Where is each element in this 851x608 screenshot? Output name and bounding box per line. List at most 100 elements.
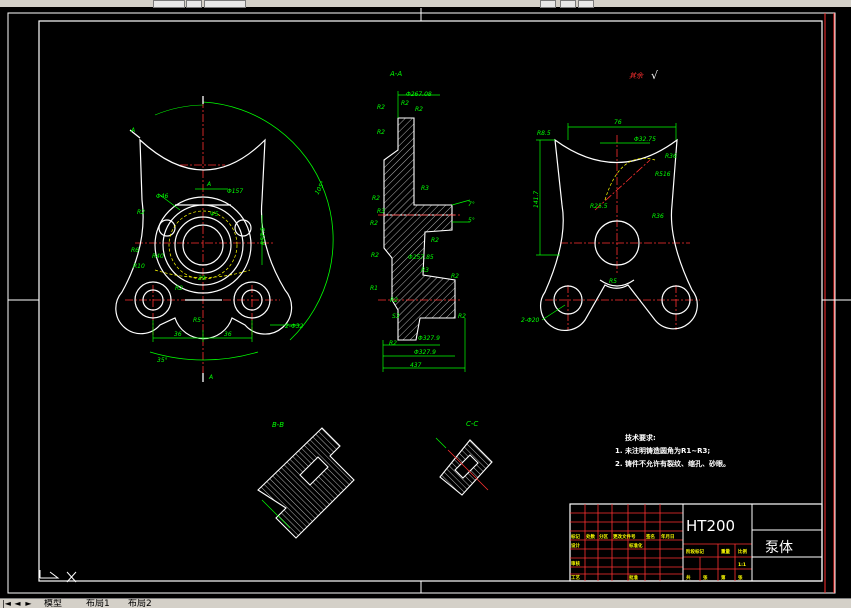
tb-cell: 张 xyxy=(738,574,743,581)
tb-cell: 阶段标记 xyxy=(686,548,704,555)
tb-cell: 批准 xyxy=(629,574,638,581)
dim-label: R2 xyxy=(377,129,385,136)
dim-label: 36 xyxy=(174,331,182,338)
tb-cell: 重量 xyxy=(721,548,730,555)
tb-cell: 第 xyxy=(721,574,726,581)
dim-label: R2 xyxy=(458,313,466,320)
dim-label: R6 xyxy=(131,247,139,254)
tb-cell: 年月日 xyxy=(661,533,675,540)
drawing-canvas[interactable]: A A A R2 R6 R10 R40 Φ46 Φ157 R2 2-Φ32 36… xyxy=(0,7,851,598)
dim-label: R8.5 xyxy=(537,130,551,137)
dim-label: R36 xyxy=(665,153,677,160)
tech-title: 技术要求: xyxy=(625,433,656,442)
dim-label: Φ257.85 xyxy=(408,254,434,261)
tab-model[interactable]: 模型 xyxy=(44,599,63,608)
view-title: A-A xyxy=(389,70,402,78)
view-title: B-B xyxy=(272,421,284,429)
top-toolbar-strip xyxy=(0,0,851,8)
dim-label: 7° xyxy=(468,201,475,208)
dim-label: R2 xyxy=(415,106,423,113)
dim-label: 2-Φ32 xyxy=(285,323,304,330)
dim-label: Φ32.75 xyxy=(634,136,656,143)
dim-label: R1 xyxy=(370,285,378,292)
tb-cell: 处数 xyxy=(585,533,595,540)
dim-label: R10 xyxy=(133,263,145,270)
dim-label: 36 xyxy=(224,331,232,338)
tb-cell: 比例 xyxy=(738,548,747,555)
tech-line: 2. 铸件不允许有裂纹、缩孔、砂眼。 xyxy=(615,459,730,468)
toolbar-button[interactable] xyxy=(186,0,202,8)
dim-label: 35° xyxy=(157,357,168,364)
tb-cell: 审核 xyxy=(571,560,580,567)
tab-layout1[interactable]: 布局1 xyxy=(86,599,110,608)
tech-line: 1. 未注明铸造圆角为R1~R3; xyxy=(615,446,710,455)
first-tab-arrow-icon[interactable]: |◄ xyxy=(2,599,11,608)
toolbar-button[interactable] xyxy=(578,0,594,8)
dim-label: R5 xyxy=(193,317,201,324)
tb-cell: 设计 xyxy=(571,542,580,549)
dim-label: R3 xyxy=(421,185,429,192)
dim-label: R2 xyxy=(401,100,409,107)
dim-label: R2 xyxy=(451,273,459,280)
dim-label: Φ46 xyxy=(156,193,169,200)
prev-tab-arrow-icon[interactable]: ◄ xyxy=(14,599,21,608)
part-name-label: 泵体 xyxy=(765,540,793,556)
tb-cell: 共 xyxy=(686,574,691,581)
dim-label: R3 xyxy=(421,267,429,274)
tb-cell: 工艺 xyxy=(571,574,580,581)
dim-label: R5 xyxy=(609,278,617,285)
right-view[interactable]: 其余 √ xyxy=(521,69,700,331)
dim-label: R516 xyxy=(655,171,671,178)
dim-label: Φ327.9 xyxy=(414,349,436,356)
tb-cell: 标准化 xyxy=(628,542,643,549)
tech-requirements: 技术要求: 1. 未注明铸造圆角为R1~R3; 2. 铸件不允许有裂纹、缩孔、砂… xyxy=(615,433,730,468)
section-aa-view[interactable]: A-A R2 R2 R2 R2 xyxy=(370,70,475,372)
tb-cell: 张 xyxy=(703,574,708,581)
tb-cell: 更改文件号 xyxy=(613,533,636,540)
sheet-border xyxy=(7,8,851,594)
dim-label: R36 xyxy=(652,213,664,220)
front-view[interactable]: A A A R2 R6 R10 R40 Φ46 Φ157 R2 2-Φ32 36… xyxy=(115,96,334,382)
toolbar-button[interactable] xyxy=(560,0,576,8)
dim-label: R2 xyxy=(431,237,439,244)
dim-label: Φ267.08 xyxy=(406,91,432,98)
dim-label: Φ157 xyxy=(227,188,243,195)
dim-label: 29 xyxy=(198,275,206,282)
toolbar-button[interactable] xyxy=(540,0,556,8)
roughness-symbol: √ xyxy=(651,69,659,82)
title-block[interactable]: HT200 泵体 标记 处数 分区 更改文件号 签名 年月日 设计 标准化 阶段… xyxy=(569,503,823,582)
view-title: C-C xyxy=(466,420,478,428)
dim-label: S3 xyxy=(392,313,400,320)
dim-label: 2-Φ20 xyxy=(521,317,540,324)
dim-label: 5° xyxy=(468,217,475,224)
dim-label: Φ327.9 xyxy=(418,335,440,342)
dim-label: R2 xyxy=(372,195,380,202)
dim-label: R2 xyxy=(175,285,183,292)
tab-layout2[interactable]: 布局2 xyxy=(128,599,152,608)
material-label: HT200 xyxy=(686,517,735,535)
dim-label: R2 xyxy=(389,340,397,347)
cut-label: A xyxy=(208,374,213,381)
layout-tab-bar: |◄ ◄ ► 模型 布局1 布局2 xyxy=(0,598,851,608)
dim-label: 141.7 xyxy=(533,191,540,208)
toolbar-button[interactable] xyxy=(204,0,246,8)
toolbar-button[interactable] xyxy=(153,0,185,8)
cut-label: A xyxy=(206,181,211,188)
tb-cell: 签名 xyxy=(645,533,655,540)
next-tab-arrow-icon[interactable]: ► xyxy=(25,599,32,608)
section-cc-view[interactable]: C-C xyxy=(435,420,493,496)
surface-note: 其余 xyxy=(629,72,644,80)
dim-label: R2 xyxy=(390,297,398,304)
dim-label: 76 xyxy=(614,119,622,126)
dim-label: 437 xyxy=(410,362,422,369)
dim-label: R2 xyxy=(377,104,385,111)
section-bb-view[interactable]: B-B xyxy=(257,421,355,539)
dim-label: R40 xyxy=(152,253,164,260)
tb-cell: 1:1 xyxy=(738,562,746,568)
dim-label: R57.5 xyxy=(260,227,267,245)
dim-label: R2 xyxy=(370,220,378,227)
dim-label: R2 xyxy=(137,209,145,216)
cut-label: A xyxy=(130,127,135,134)
dim-label: R3 xyxy=(377,208,385,215)
dim-label: Ψ5 xyxy=(210,211,219,218)
